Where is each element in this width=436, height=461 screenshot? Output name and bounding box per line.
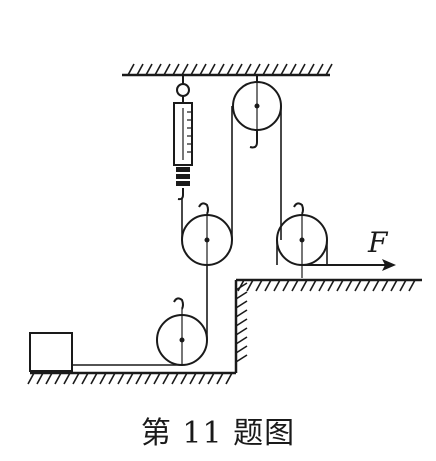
figure-caption: 第 11 题图: [140, 416, 296, 451]
bottom-pulley: [156, 297, 208, 366]
spring-scale: [173, 75, 193, 201]
lower-ground: [27, 371, 236, 385]
right-pulley: [276, 202, 328, 278]
block: [29, 332, 73, 372]
force-label: F: [367, 226, 389, 259]
middle-movable-pulley: [181, 202, 233, 266]
top-fixed-pulley: [232, 75, 282, 149]
ceiling-support: [122, 63, 333, 77]
step-wall: [234, 280, 248, 373]
upper-ground: [236, 278, 422, 292]
force-arrow: [302, 259, 396, 271]
